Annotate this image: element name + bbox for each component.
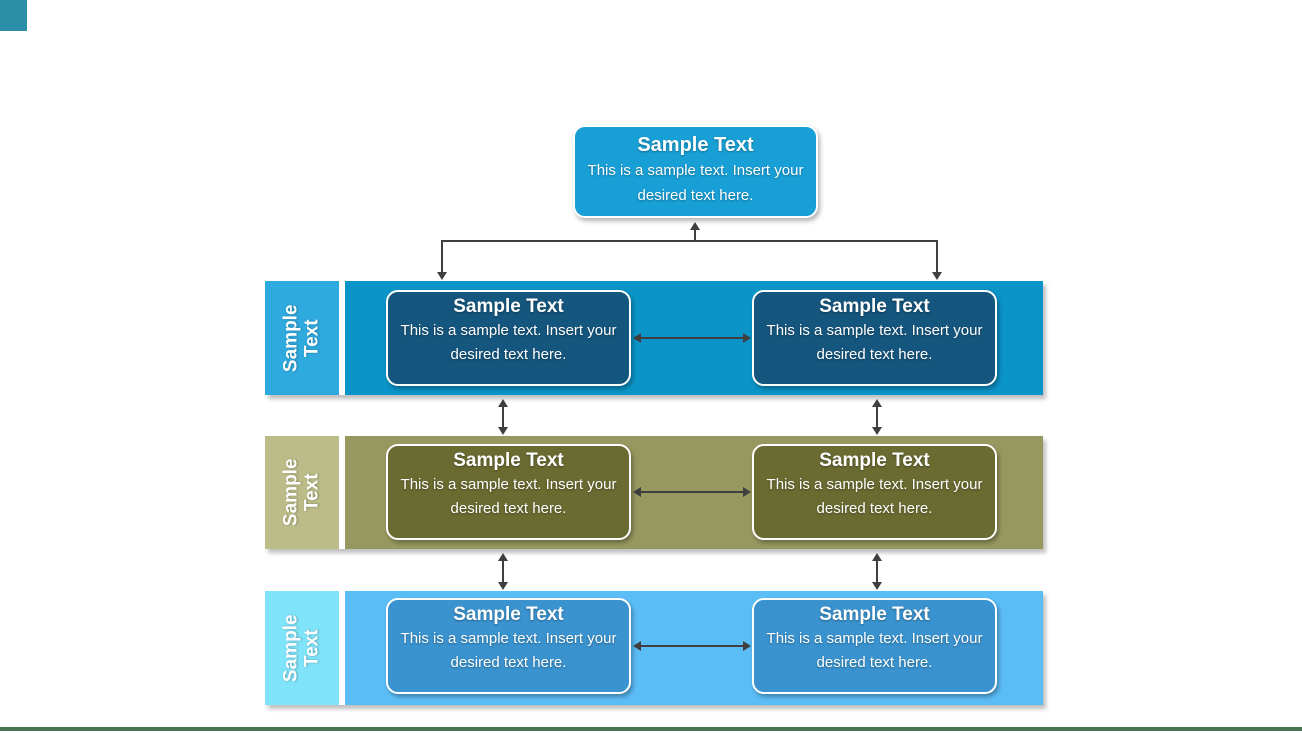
tier-2-node-right: Sample Text This is a sample text. Inser… <box>752 444 997 540</box>
arrowhead-left-icon <box>633 487 641 497</box>
arrowhead-left-icon <box>633 641 641 651</box>
arrowhead-right-icon <box>743 487 751 497</box>
arrowhead-down-icon <box>498 582 508 590</box>
node-title: Sample Text <box>819 296 930 317</box>
connector-tier1-tier2-left <box>502 406 504 428</box>
tier-2-label-text: Sample Text <box>280 458 323 527</box>
bottom-divider-bar <box>0 727 1302 731</box>
tier-3-node-right: Sample Text This is a sample text. Inser… <box>752 598 997 694</box>
arrowhead-up-icon <box>498 399 508 407</box>
tier-3-node-left: Sample Text This is a sample text. Inser… <box>386 598 631 694</box>
node-body: This is a sample text. Insert your desir… <box>400 630 617 671</box>
tier-1-node-right: Sample Text This is a sample text. Inser… <box>752 290 997 386</box>
root-node-title: Sample Text <box>637 134 754 156</box>
tier-1-label: Sample Text <box>265 281 339 395</box>
tier-3-label-separator <box>339 591 345 705</box>
root-node-body: This is a sample text. Insert your desir… <box>587 162 804 204</box>
tier-2-label-separator <box>339 436 345 549</box>
tier-1-label-separator <box>339 281 345 395</box>
node-title: Sample Text <box>453 296 564 317</box>
tier-1-label-text: Sample Text <box>280 304 323 372</box>
arrowhead-right-icon <box>743 641 751 651</box>
node-body: This is a sample text. Insert your desir… <box>766 322 983 363</box>
arrowhead-right-icon <box>743 333 751 343</box>
arrowhead-up-icon <box>872 399 882 407</box>
arrowhead-down-icon <box>498 427 508 435</box>
node-body: This is a sample text. Insert your desir… <box>400 476 617 517</box>
tier-2-label: Sample Text <box>265 436 339 549</box>
connector-tier2-tier3-left <box>502 560 504 583</box>
root-node-box: Sample Text This is a sample text. Inser… <box>573 125 818 218</box>
connector-tier2-tier3-right <box>876 560 878 583</box>
connector-root-stem <box>694 230 696 241</box>
node-title: Sample Text <box>453 450 564 471</box>
connector-tier3-horizontal <box>641 645 743 647</box>
node-body: This is a sample text. Insert your desir… <box>766 476 983 517</box>
node-title: Sample Text <box>819 604 930 625</box>
node-title: Sample Text <box>453 604 564 625</box>
node-body: This is a sample text. Insert your desir… <box>766 630 983 671</box>
connector-tier1-tier2-right <box>876 406 878 428</box>
arrowhead-left-icon <box>633 333 641 343</box>
arrowhead-down-icon <box>872 582 882 590</box>
connector-root-horizontal <box>441 240 938 242</box>
arrowhead-up-icon <box>690 222 700 230</box>
connector-drop-left <box>441 240 443 273</box>
node-title: Sample Text <box>819 450 930 471</box>
connector-tier2-horizontal <box>641 491 743 493</box>
connector-drop-right <box>936 240 938 273</box>
arrowhead-up-icon <box>498 553 508 561</box>
tier-1-node-left: Sample Text This is a sample text. Inser… <box>386 290 631 386</box>
connector-tier1-horizontal <box>641 337 743 339</box>
tier-2-node-left: Sample Text This is a sample text. Inser… <box>386 444 631 540</box>
tier-3-label: Sample Text <box>265 591 339 705</box>
node-body: This is a sample text. Insert your desir… <box>400 322 617 363</box>
arrowhead-down-icon <box>872 427 882 435</box>
tier-3-label-text: Sample Text <box>280 614 323 682</box>
arrowhead-down-icon <box>932 272 942 280</box>
arrowhead-up-icon <box>872 553 882 561</box>
arrowhead-down-icon <box>437 272 447 280</box>
corner-accent-mark <box>0 0 27 31</box>
